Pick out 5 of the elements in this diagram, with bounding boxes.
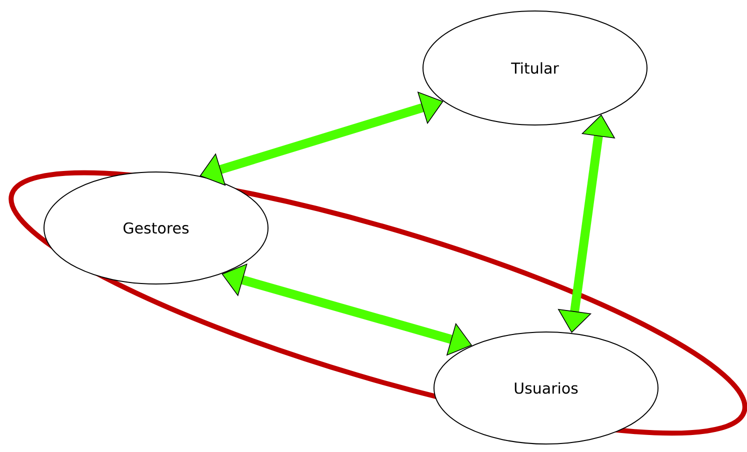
ellipse-node: Usuarios <box>434 332 658 444</box>
double-arrow <box>200 91 444 186</box>
ellipse-node: Gestores <box>44 172 268 284</box>
node-label: Usuarios <box>514 382 578 394</box>
ellipse-node: Titular <box>422 10 648 126</box>
